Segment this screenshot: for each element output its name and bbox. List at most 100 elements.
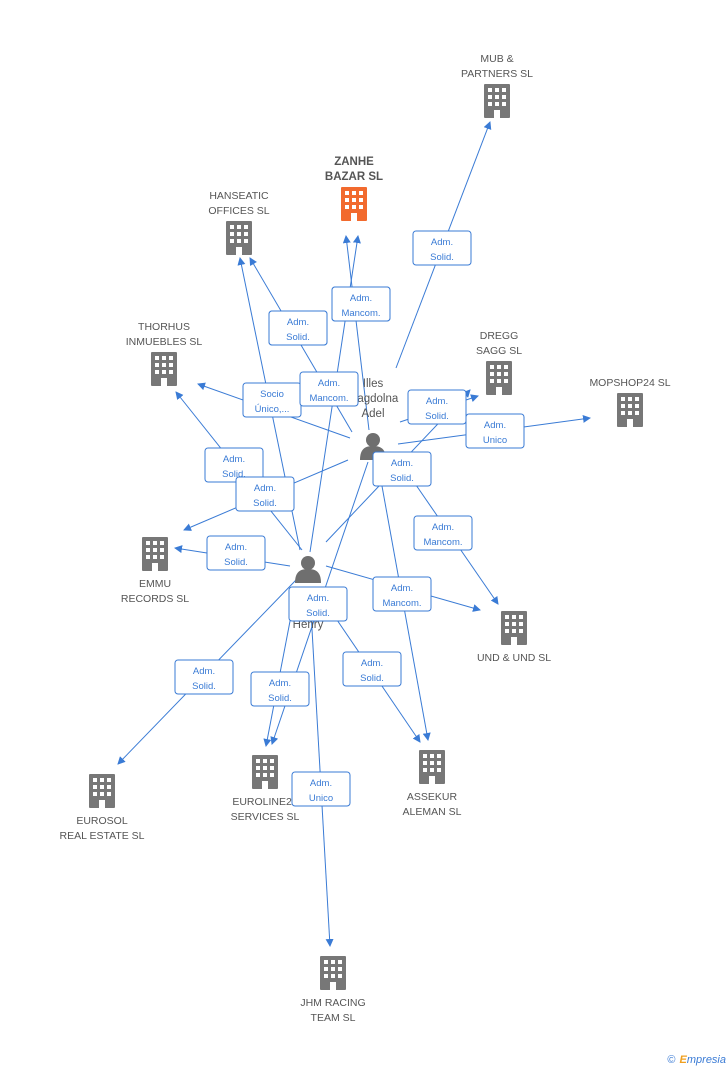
edge-label-text: Único,...: [255, 404, 290, 415]
company-node-und[interactable]: UND & UND SL: [477, 611, 551, 664]
person-name: Illes: [363, 378, 384, 390]
edge-label-text: Adm.: [432, 522, 454, 533]
edge-label-illes-thorhus[interactable]: SocioÚnico,...: [242, 382, 302, 418]
edge-label-text: Adm.: [310, 778, 332, 789]
edge-label-mj-assekur[interactable]: Adm.Solid.: [342, 651, 402, 687]
edge-illes-zanhe: [342, 235, 370, 431]
edge-label-box: [174, 659, 234, 695]
edge-label-text: Solid.: [253, 498, 277, 509]
edge-label-text: Adm.: [223, 454, 245, 465]
building-icon: [617, 393, 643, 427]
edge-label-text: Adm.: [484, 420, 506, 431]
company-node-mopshop[interactable]: MOPSHOP24 SL: [589, 377, 671, 427]
edge-label-text: Socio: [260, 389, 284, 400]
edge-label-text: Unico: [309, 793, 333, 804]
edge-label-text: Solid.: [425, 411, 449, 422]
edge-label-illes-dregg[interactable]: Adm.Solid.: [407, 389, 467, 425]
company-name: REAL ESTATE SL: [60, 830, 145, 842]
company-name: SAGG SL: [476, 345, 522, 357]
building-icon: [226, 221, 252, 255]
edge-label-text: Solid.: [390, 473, 414, 484]
company-name: PARTNERS SL: [461, 68, 533, 80]
brand-name: mpresia: [686, 1054, 726, 1066]
brand-initial: E: [679, 1054, 687, 1066]
edge-label-mj-und[interactable]: Adm.Mancom.: [372, 576, 432, 612]
building-icon: [484, 84, 510, 118]
edge-label-illes-mopshop[interactable]: Adm. Unico: [465, 413, 525, 449]
company-name: EUROSOL: [76, 815, 128, 827]
company-name: UND & UND SL: [477, 652, 551, 664]
edge-label-box: [413, 515, 473, 551]
edge-label-illes-mub[interactable]: Adm. Solid.: [412, 230, 472, 266]
building-icon: [486, 361, 512, 395]
edge-label-illes-euroline[interactable]: Adm.Solid.: [288, 586, 348, 622]
edge-label-text: Solid.: [360, 673, 384, 684]
company-name: EMMU: [139, 578, 171, 590]
edge-label-mj-jhm[interactable]: Adm. Unico: [291, 771, 351, 807]
edge-label-box: [206, 535, 266, 571]
edge-label-mj-zanhe[interactable]: Adm. Mancom.: [331, 286, 391, 322]
edge-label-box: [268, 310, 328, 346]
edge-label-box: [291, 771, 351, 807]
edge-label-text: Mancom.: [382, 598, 421, 609]
edge-label-mj-euroline[interactable]: Adm.Solid.: [250, 671, 310, 707]
edge-label-box: [235, 476, 295, 512]
edge-label-mj-thorhus[interactable]: Adm.Mancom.: [299, 371, 359, 407]
edge-label-text: Mancom.: [341, 308, 380, 319]
edge-label-text: Solid.: [430, 252, 454, 263]
person-name: Adel: [361, 408, 384, 420]
edge-label-text: Solid.: [224, 557, 248, 568]
edge-label-box: [331, 286, 391, 322]
edge-label-box: [372, 451, 432, 487]
person-icon: [295, 556, 321, 583]
building-icon: [341, 187, 367, 221]
company-name: MOPSHOP24 SL: [589, 377, 670, 389]
edge-label-mj-eurosol[interactable]: Adm.Solid.: [174, 659, 234, 695]
edge-label-text: Solid.: [286, 332, 310, 343]
edge-label-text: Mancom.: [309, 393, 348, 404]
edge-label-text: Unico: [483, 435, 507, 446]
edge-label-illes-assekur[interactable]: Adm.Solid.: [372, 451, 432, 487]
edge-label-mj-emmu[interactable]: Adm.Solid.: [206, 535, 266, 571]
company-node-emmu[interactable]: EMMU RECORDS SL: [121, 537, 189, 605]
building-icon: [320, 956, 346, 990]
edge-label-illes-und[interactable]: Adm.Mancom.: [413, 515, 473, 551]
company-name: THORHUS: [138, 321, 190, 333]
edge-label-box: [288, 586, 348, 622]
edge-label-text: Adm.: [350, 293, 372, 304]
company-name: ASSEKUR: [407, 791, 458, 803]
company-name: SERVICES SL: [231, 811, 300, 823]
person-name: Magdolna: [348, 393, 399, 405]
edge-label-text: Adm.: [431, 237, 453, 248]
edge-label-box: [407, 389, 467, 425]
edge-label-mj-dregg[interactable]: Adm. Solid.: [235, 476, 295, 512]
edges-layer: [117, 121, 591, 947]
building-icon: [419, 750, 445, 784]
building-icon: [89, 774, 115, 808]
edge-label-box: [465, 413, 525, 449]
company-name: RECORDS SL: [121, 593, 189, 605]
edge-label-text: Adm.: [254, 483, 276, 494]
edge-label-text: Solid.: [192, 681, 216, 692]
company-name: ZANHE: [334, 156, 374, 168]
edge-label-mj-hanseatic[interactable]: Adm. Solid.: [268, 310, 328, 346]
company-name: EUROLINE24: [232, 796, 298, 808]
building-icon: [142, 537, 168, 571]
company-node-mub[interactable]: MUB &PARTNERS SL: [461, 53, 533, 118]
edge-label-box: [342, 651, 402, 687]
edge-label-illes-emmu[interactable]: Adm. Solid.: [204, 447, 264, 483]
edge-label-text: Solid.: [268, 693, 292, 704]
edge-label-text: Adm.: [287, 317, 309, 328]
edge-label-text: Solid.: [222, 469, 246, 480]
building-icon: [252, 755, 278, 789]
company-node-eurosol[interactable]: EUROSOL REAL ESTATE SL: [60, 774, 145, 842]
